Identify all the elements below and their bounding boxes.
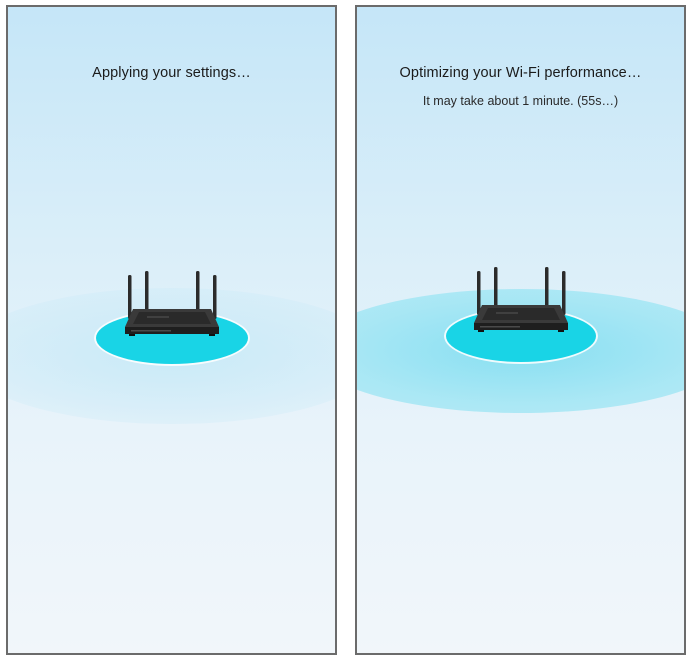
countdown-text: It may take about 1 minute. (55s…) — [422, 94, 619, 108]
status-title: Optimizing your Wi-Fi performance… — [399, 65, 642, 81]
router-icon — [473, 267, 568, 332]
applying-settings-screen: Applying your settings… — [6, 5, 337, 655]
router-icon — [124, 271, 219, 336]
status-title: Applying your settings… — [92, 65, 251, 81]
optimizing-wifi-screen: Optimizing your Wi-Fi performance… It ma… — [355, 5, 686, 655]
